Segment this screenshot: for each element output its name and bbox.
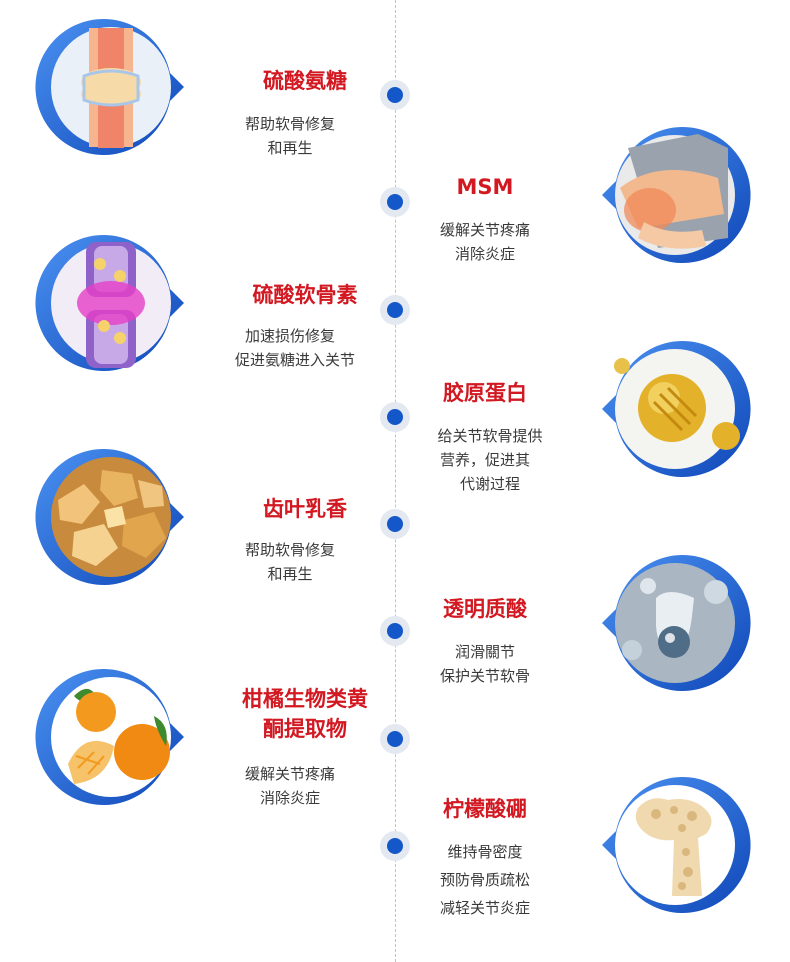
item-desc-line: 加速损伤修复 bbox=[244, 327, 335, 345]
item-desc-line: 促进氨糖进入关节 bbox=[234, 351, 355, 369]
collagen-capsule-icon bbox=[614, 358, 740, 450]
timeline-dot bbox=[380, 509, 410, 539]
item-title-glucosamine: 硫酸氨糖 bbox=[263, 69, 347, 93]
item-desc-line: 代谢过程 bbox=[459, 475, 520, 493]
pin-boron-citrate bbox=[598, 768, 752, 922]
item-title-msm: MSM bbox=[456, 175, 514, 199]
item-desc-line: 维持骨密度 bbox=[447, 843, 523, 861]
item-desc-line: 帮助软骨修复 bbox=[244, 541, 335, 559]
pin-citrus bbox=[34, 660, 188, 814]
water-droplet-icon bbox=[622, 578, 728, 660]
item-desc-line: 和再生 bbox=[267, 565, 313, 583]
timeline-dot bbox=[380, 80, 410, 110]
item-title-chondroitin: 硫酸软骨素 bbox=[252, 283, 358, 307]
timeline-dot bbox=[380, 831, 410, 861]
item-desc-line: 给关节软骨提供 bbox=[437, 427, 543, 445]
item-desc-line: 缓解关节疼痛 bbox=[439, 221, 530, 239]
joint-cartilage-icon bbox=[77, 242, 145, 368]
item-desc-line: 缓解关节疼痛 bbox=[244, 765, 335, 783]
elbow-pain-icon bbox=[620, 134, 728, 249]
pin-knee-joint bbox=[34, 10, 188, 164]
item-title-citrus-bioflavonoids-line2: 酮提取物 bbox=[263, 717, 347, 741]
knee-joint-icon bbox=[81, 28, 141, 148]
item-desc-line: 和再生 bbox=[267, 139, 313, 157]
timeline-dot bbox=[380, 295, 410, 325]
item-title-boron-citrate: 柠檬酸硼 bbox=[443, 797, 527, 821]
pin-frankincense bbox=[34, 440, 188, 594]
item-desc-line: 消除炎症 bbox=[259, 789, 320, 807]
item-desc-line: 预防骨质疏松 bbox=[439, 871, 530, 889]
pin-joint-cartilage bbox=[34, 226, 188, 380]
citrus-fruit-icon bbox=[68, 688, 170, 784]
item-title-hyaluronic: 透明质酸 bbox=[443, 597, 527, 621]
timeline-dot bbox=[380, 187, 410, 217]
item-desc-line: 营养，促进其 bbox=[439, 451, 530, 469]
item-desc-line: 帮助软骨修复 bbox=[244, 115, 335, 133]
pin-hyaluronic bbox=[598, 546, 752, 700]
pin-elbow bbox=[598, 118, 752, 272]
timeline-dot bbox=[380, 402, 410, 432]
timeline-dot bbox=[380, 616, 410, 646]
item-title-citrus-bioflavonoids: 柑橘生物类黄 bbox=[242, 687, 368, 711]
timeline-line bbox=[395, 0, 396, 962]
item-title-boswellia: 齿叶乳香 bbox=[263, 497, 347, 521]
item-desc-line: 保护关节软骨 bbox=[439, 667, 530, 685]
bone-density-icon bbox=[635, 798, 712, 896]
frankincense-resin-icon bbox=[58, 470, 166, 566]
item-desc-line: 润滑關节 bbox=[454, 643, 515, 661]
item-desc-line: 减轻关节炎症 bbox=[439, 899, 530, 917]
timeline-dot bbox=[380, 724, 410, 754]
item-title-collagen: 胶原蛋白 bbox=[443, 381, 527, 405]
item-desc-line: 消除炎症 bbox=[454, 245, 515, 263]
pin-collagen bbox=[598, 332, 752, 486]
